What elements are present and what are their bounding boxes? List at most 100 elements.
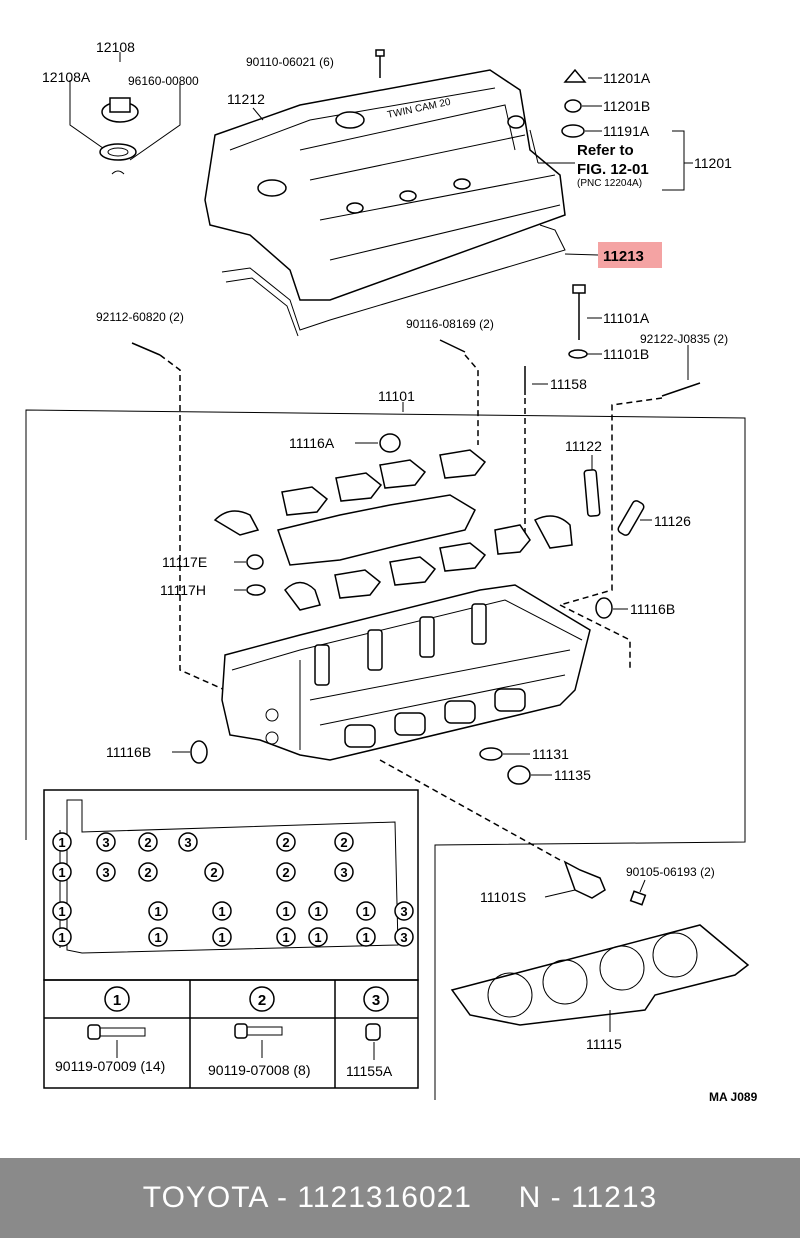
bolt-position-row2-1 xyxy=(96,862,116,882)
bolt-position-label-row4-6: 3 xyxy=(400,930,407,945)
highlight-11213 xyxy=(598,242,662,268)
oil-filler-cap-group xyxy=(69,52,181,175)
bolt-position-row4-3 xyxy=(276,927,296,947)
footer-text: TOYOTA - 1121316021 N - 11213 xyxy=(142,1181,658,1214)
head-gasket xyxy=(450,924,750,1032)
bolt-position-label-row1-3: 3 xyxy=(184,835,191,850)
label-11201b: 11201B xyxy=(603,98,650,114)
camshaft-caps xyxy=(213,433,573,611)
bolt-position-label-row1-5: 2 xyxy=(340,835,347,850)
label-11115: 11115 xyxy=(586,1036,622,1052)
legend-num-2: 2 xyxy=(258,992,266,1009)
bolt-position-label-row1-1: 3 xyxy=(102,835,109,850)
bolt-position-row1-0 xyxy=(52,832,72,852)
label-11117h: 11117H xyxy=(160,582,206,598)
label-pnc-12204a: (PNC 12204A) xyxy=(577,178,642,189)
label-11158: 11158 xyxy=(550,376,587,392)
label-90116-08169: 90116-08169 (2) xyxy=(406,317,494,331)
bolt-position-row3-1 xyxy=(148,901,168,921)
bolt-position-label-row3-1: 1 xyxy=(154,904,161,919)
bolt-position-label-row2-3: 2 xyxy=(210,865,217,880)
bolt-position-row2-3 xyxy=(204,862,224,882)
label-refer-to: Refer to xyxy=(577,142,634,159)
assembly-frame xyxy=(25,409,746,1100)
label-11213[interactable]: 11213 xyxy=(603,248,644,265)
legend-num-1: 1 xyxy=(113,992,121,1009)
drawing-code: MA J089 xyxy=(709,1090,758,1104)
bolt-position-row2-5 xyxy=(334,862,354,882)
seal-parts xyxy=(479,747,552,785)
bolt-position-label-row2-1: 3 xyxy=(102,865,109,880)
label-11135: 11135 xyxy=(554,767,591,783)
bolt-position-label-row4-5: 1 xyxy=(362,930,369,945)
label-12108a: 12108A xyxy=(42,69,91,85)
cylinder-head xyxy=(221,584,631,861)
bolt-position-row4-6 xyxy=(394,927,414,947)
label-12108: 12108 xyxy=(96,39,135,55)
bolt-position-label-row2-2: 2 xyxy=(144,865,151,880)
bolt-position-row3-6 xyxy=(394,901,414,921)
label-92122-j0835: 92122-J0835 (2) xyxy=(640,332,728,346)
label-11191a: 11191A xyxy=(603,123,650,139)
bolt-position-row3-5 xyxy=(356,901,376,921)
bolt-position-label-row3-2: 1 xyxy=(218,904,225,919)
sensor-11101s xyxy=(544,860,647,906)
bolt-position-row3-3 xyxy=(276,901,296,921)
bolt-position-label-row4-4: 1 xyxy=(314,930,321,945)
label-11126: 11126 xyxy=(654,513,691,529)
bolt-position-label-row4-3: 1 xyxy=(282,930,289,945)
bolt-position-label-row4-0: 1 xyxy=(58,930,65,945)
bolt-position-row2-0 xyxy=(52,862,72,882)
bolt-position-row1-4 xyxy=(276,832,296,852)
filler-cap-top xyxy=(109,97,131,113)
label-11212: 11212 xyxy=(227,91,265,107)
label-90105-06193: 90105-06193 (2) xyxy=(626,865,715,879)
plug-11116b-left xyxy=(190,740,208,764)
bolt-legend-table: 1 2 3 90119-07009 (14) 90119-07008 (8) 1… xyxy=(43,979,419,1089)
bolt-position-row1-3 xyxy=(178,832,198,852)
legend-part-3: 11155A xyxy=(346,1063,393,1079)
label-11117e: 11117E xyxy=(162,554,207,570)
bolt-position-label-row2-4: 2 xyxy=(282,865,289,880)
head-cover-gasket xyxy=(221,224,566,337)
label-11101a: 11101A xyxy=(603,310,650,326)
bolt-position-row2-4 xyxy=(276,862,296,882)
label-11201a: 11201A xyxy=(603,70,651,86)
bolt-position-row3-2 xyxy=(212,901,232,921)
bolt-position-label-row3-4: 1 xyxy=(314,904,321,919)
bolt-position-label-row4-1: 1 xyxy=(154,930,161,945)
bolt-position-row3-4 xyxy=(308,901,328,921)
legend-part-1: 90119-07009 (14) xyxy=(55,1058,165,1074)
bolt-position-row1-5 xyxy=(334,832,354,852)
label-11116b-left: 11116B xyxy=(106,744,151,760)
label-92112-60820: 92112-60820 (2) xyxy=(96,310,184,324)
bolt-position-row3-0 xyxy=(52,901,72,921)
label-fig-12-01: FIG. 12-01 xyxy=(577,161,649,178)
footer-bar: TOYOTA - 1121316021 N - 11213 xyxy=(0,1158,800,1238)
legend-part-2: 90119-07008 (8) xyxy=(208,1062,310,1078)
cylinder-head-cover: TWIN CAM 20 xyxy=(204,69,566,301)
bolt-position-label-row3-5: 1 xyxy=(362,904,369,919)
bolt-position-row2-2 xyxy=(138,862,158,882)
bolt-position-label-row3-0: 1 xyxy=(58,904,65,919)
bolt-position-label-row1-2: 2 xyxy=(144,835,151,850)
bolt-position-row4-5 xyxy=(356,927,376,947)
label-11101s: 11101S xyxy=(480,889,526,905)
filler-cap-gasket xyxy=(99,143,137,161)
studs-middle xyxy=(131,284,701,691)
label-90110-06021: 90110-06021 (6) xyxy=(246,55,334,69)
bolt-position-row4-2 xyxy=(212,927,232,947)
parts-diagram: 12108 12108A 96160-00800 90110-06021 (6)… xyxy=(25,39,758,1104)
label-11116b-right: 11116B xyxy=(630,601,675,617)
bolt-position-row4-4 xyxy=(308,927,328,947)
label-11201: 11201 xyxy=(694,155,732,171)
bolt-position-label-row3-6: 3 xyxy=(400,904,407,919)
bolt-position-label-row3-3: 1 xyxy=(282,904,289,919)
bolt-layout-box xyxy=(43,789,419,981)
label-11122: 11122 xyxy=(565,438,602,454)
label-96160-00800: 96160-00800 xyxy=(128,74,199,88)
cap-parts-right xyxy=(529,68,693,191)
bolt-position-row1-1 xyxy=(96,832,116,852)
label-11101: 11101 xyxy=(378,388,415,404)
bolt-position-label-row2-0: 1 xyxy=(58,865,65,880)
